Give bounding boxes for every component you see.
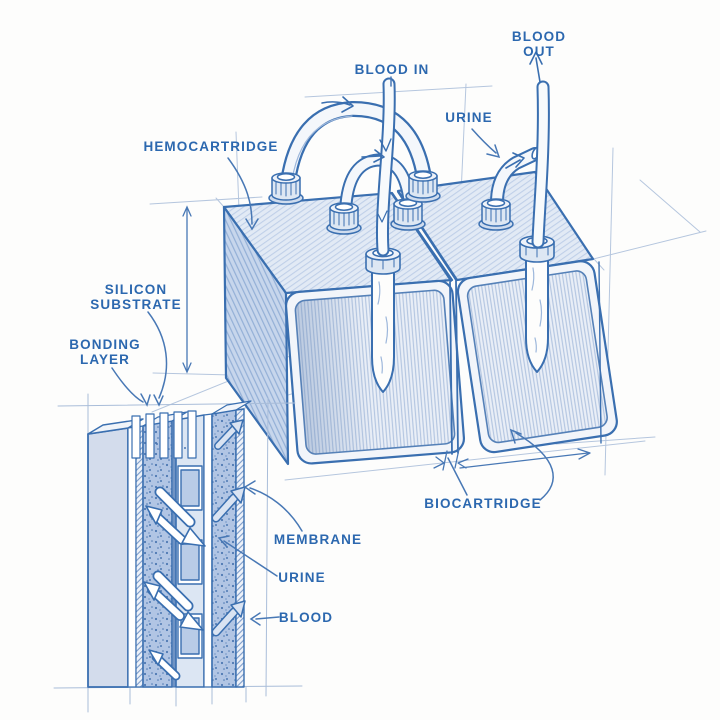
tube-connector — [405, 170, 441, 203]
inset-substrate-strips — [131, 410, 197, 459]
leader-lines — [111, 76, 554, 626]
label-silicon-substrate-line2: SUBSTRATE — [90, 297, 181, 312]
label-urine-detail: URINE — [278, 570, 326, 585]
inset-hatch-strip — [135, 425, 144, 688]
label-blood-out-line1: BLOOD — [512, 29, 566, 44]
label-hemocartridge: HEMOCARTRIDGE — [143, 139, 278, 154]
blood-in-tube — [376, 77, 396, 257]
leader-urine-detail — [217, 535, 278, 577]
width-dimension — [433, 448, 591, 471]
inset-strip — [127, 426, 137, 688]
label-silicon-substrate-line1: SILICON — [105, 282, 167, 297]
label-blood-out-line2: OUT — [523, 44, 555, 59]
hemocartridge-box — [222, 191, 466, 466]
tube-connector — [478, 198, 514, 231]
inset-speckle-layer-right — [211, 409, 237, 688]
label-blood-detail: BLOOD — [279, 610, 333, 625]
labels: HEMOCARTRIDGE BLOOD IN BLOOD OUT URINE S… — [69, 29, 566, 625]
inset-strip — [203, 413, 213, 688]
inset-speckle-layer-left — [142, 420, 173, 688]
inset-membrane-strip — [235, 408, 245, 688]
blood-out-flow-arrowhead — [529, 51, 543, 65]
blood-out-flow-line — [535, 57, 541, 83]
right-test-tube — [519, 235, 555, 373]
leader-membrane — [243, 480, 303, 532]
inset-glass-panel-top — [87, 418, 144, 435]
label-biocartridge: BIOCARTRIDGE — [424, 496, 541, 511]
leader-silicon-substrate — [147, 311, 168, 407]
flow-arrows — [321, 51, 543, 169]
label-membrane: MEMBRANE — [274, 532, 362, 547]
cartridge-assembly — [222, 51, 618, 471]
left-test-tube — [365, 247, 401, 393]
tube-connector — [326, 202, 362, 235]
height-dimension — [182, 205, 192, 374]
leader-urine-top — [471, 128, 501, 159]
leader-hemocartridge — [227, 157, 259, 231]
inset-glass-panel — [87, 427, 129, 688]
tube-connector — [268, 172, 304, 205]
big-arch-tube — [280, 100, 431, 190]
tube-connector — [390, 198, 426, 231]
label-bonding-layer-line2: LAYER — [80, 352, 130, 367]
leader-blood-detail — [249, 612, 280, 626]
label-blood-in: BLOOD IN — [355, 62, 430, 77]
label-urine-top: URINE — [445, 110, 493, 125]
blood-out-tube — [531, 80, 550, 249]
inset-speckle-layer-right-top — [211, 400, 252, 415]
label-bonding-layer-line1: BONDING — [69, 337, 140, 352]
leader-bonding-layer — [111, 367, 151, 407]
leader-biocartridge — [447, 428, 554, 501]
inset-blood-arrows — [211, 419, 246, 637]
inset-through-arrows — [152, 486, 206, 631]
biocartridge-right-edge — [598, 261, 602, 444]
detail-inset — [53, 393, 303, 713]
inset-urine-arrows — [143, 505, 187, 681]
